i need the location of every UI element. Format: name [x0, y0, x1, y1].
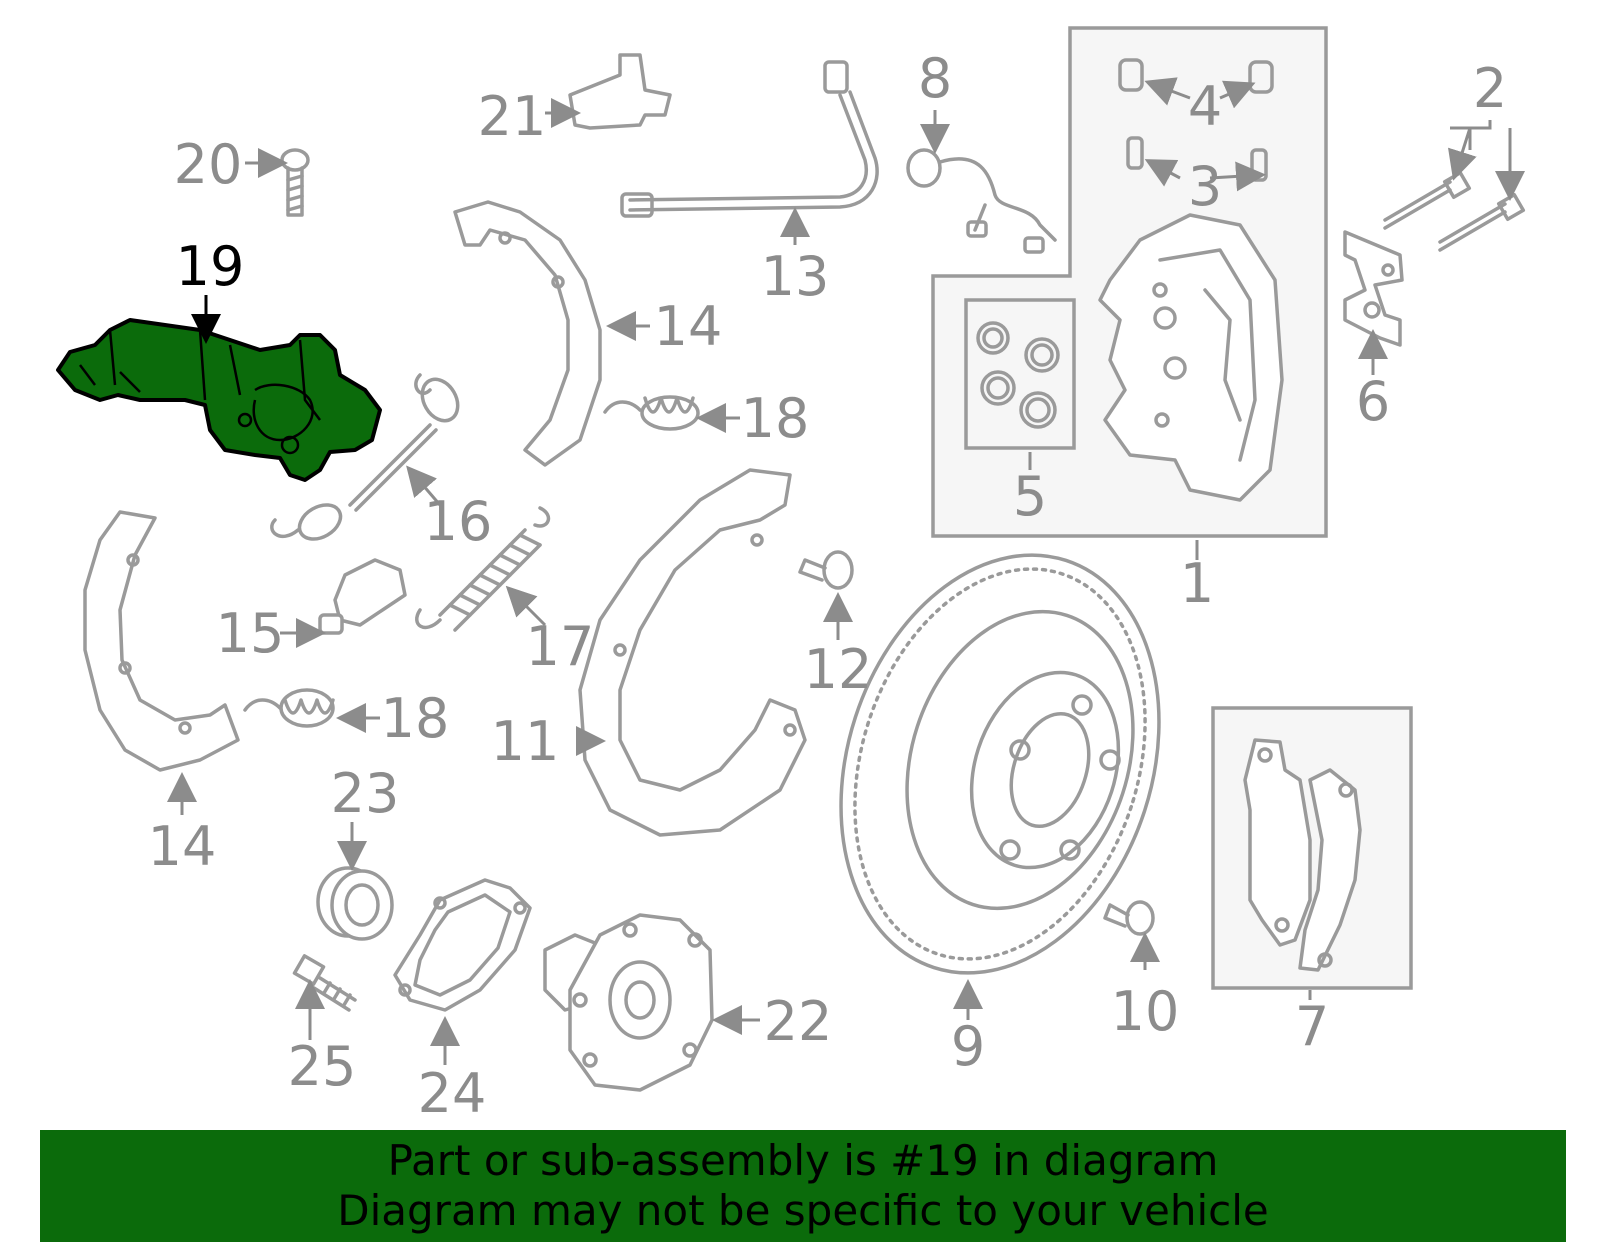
callout-14-lower: 14 [148, 815, 217, 878]
bolt-25 [292, 954, 357, 1012]
callout-20: 20 [174, 133, 243, 196]
callout-24: 24 [418, 1062, 487, 1125]
callout-1: 1 [1180, 552, 1214, 615]
callout-3: 3 [1188, 155, 1222, 218]
info-banner: Part or sub-assembly is #19 in diagram D… [40, 1130, 1566, 1242]
guide-bushings [1118, 58, 1274, 94]
wheel-hub [543, 913, 714, 1092]
gasket [393, 878, 532, 1012]
spring-18-upper [603, 395, 700, 431]
callout-18-upper: 18 [741, 387, 810, 450]
callout-7: 7 [1295, 995, 1329, 1058]
callout-21: 21 [478, 85, 547, 148]
callout-4: 4 [1188, 75, 1222, 138]
spring-17 [415, 506, 551, 632]
banner-line-1: Part or sub-assembly is #19 in diagram [387, 1136, 1219, 1185]
callout-17: 17 [526, 615, 595, 678]
wheel-bearing [316, 866, 394, 941]
leader-lines [167, 77, 1525, 1065]
callout-labels: 1 2 3 4 5 6 7 8 9 10 11 12 13 14 14 15 1… [148, 47, 1508, 1125]
screw-10 [1103, 900, 1155, 936]
callout-8: 8 [918, 47, 952, 110]
screw-20 [280, 148, 310, 217]
callout-14-upper: 14 [654, 295, 723, 358]
callout-23: 23 [331, 762, 400, 825]
callout-6: 6 [1356, 370, 1390, 433]
parking-brake-actuator-19[interactable] [56, 318, 382, 482]
callout-15: 15 [216, 602, 285, 665]
brake-rotor [839, 553, 1161, 975]
brake-pad-kit [1211, 706, 1413, 990]
callout-19: 19 [176, 235, 245, 298]
caliper-seals [976, 321, 1060, 429]
banner-line-2: Diagram may not be specific to your vehi… [337, 1186, 1269, 1235]
backing-plate [578, 468, 807, 837]
brake-hose [620, 60, 879, 218]
callout-18-lower: 18 [381, 687, 450, 750]
callout-22: 22 [764, 990, 833, 1053]
brake-caliper [1098, 213, 1284, 502]
caliper-bolts [1383, 170, 1526, 252]
spring-18-lower [243, 688, 335, 728]
parking-brake-shoe-upper [453, 200, 602, 467]
callout-2: 2 [1473, 57, 1507, 120]
callout-10: 10 [1111, 980, 1180, 1043]
callout-13: 13 [761, 245, 830, 308]
callout-25: 25 [288, 1035, 357, 1098]
callout-11: 11 [491, 710, 560, 773]
callout-5: 5 [1013, 465, 1047, 528]
wear-sensor [906, 148, 1057, 254]
parking-brake-shoe-lower [83, 510, 240, 772]
callout-16: 16 [424, 490, 493, 553]
adjuster-15 [318, 558, 407, 635]
callout-12: 12 [804, 638, 873, 701]
screw-12 [798, 550, 854, 590]
caliper-bracket-plate [1343, 230, 1404, 347]
callout-9: 9 [951, 1015, 985, 1078]
spring-16 [270, 373, 460, 541]
abs-sensor [568, 53, 672, 130]
